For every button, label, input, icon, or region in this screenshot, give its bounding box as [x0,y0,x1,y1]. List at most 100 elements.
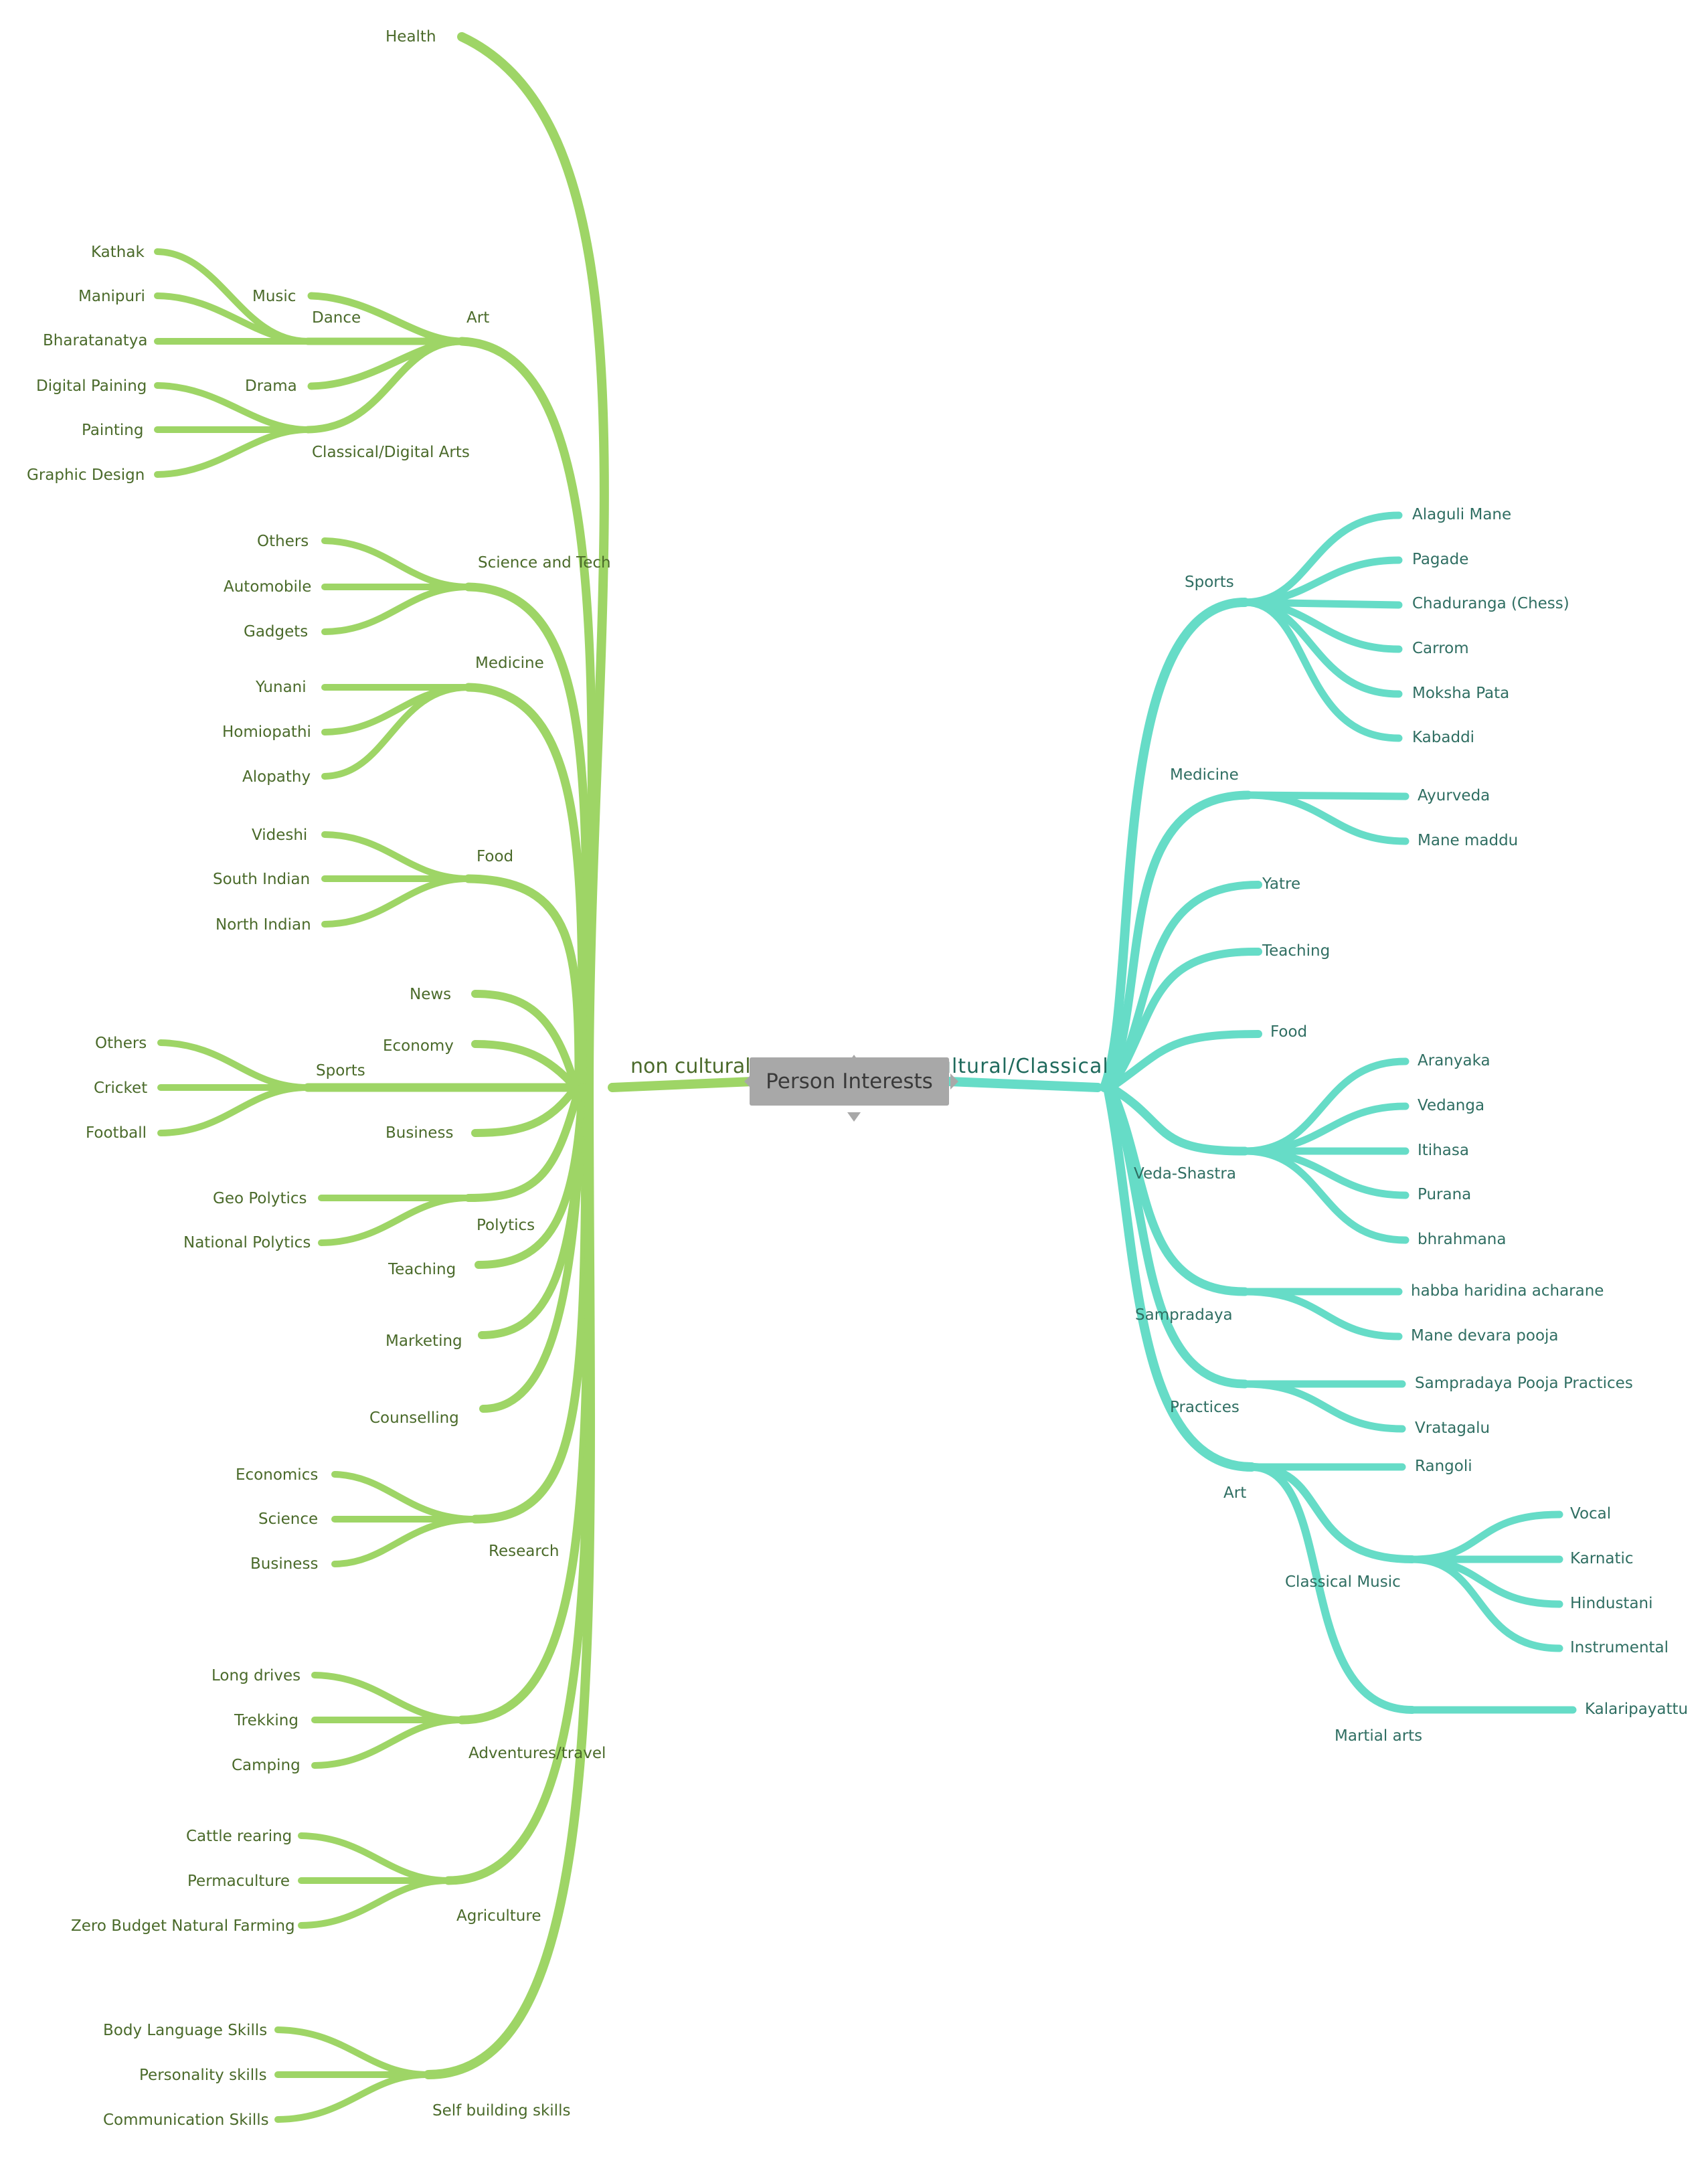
label-yunani[interactable]: Yunani [255,679,307,696]
label-cultural-classical[interactable]: Cultural/Classical [924,1055,1109,1078]
label-videshi[interactable]: Videshi [252,827,307,844]
label-communication[interactable]: Communication Skills [103,2111,269,2129]
label-r-medicine[interactable]: Medicine [1170,766,1239,784]
label-medicine[interactable]: Medicine [475,655,544,672]
label-adventures[interactable]: Adventures/travel [468,1745,606,1762]
label-science-tech[interactable]: Science and Tech [478,554,611,572]
label-sampradaya-pooja[interactable]: Sampradaya Pooja Practices [1415,1375,1633,1392]
label-yatre[interactable]: Yatre [1262,875,1300,893]
label-polytics[interactable]: Polytics [477,1217,535,1234]
edge-r-practices [1106,1083,1250,1389]
edge-r-medicine [1103,790,1253,1092]
label-permaculture[interactable]: Permaculture [187,1873,290,1890]
label-alaguli[interactable]: Alaguli Mane [1412,506,1511,523]
label-cricket[interactable]: Cricket [94,1079,147,1097]
label-pagade[interactable]: Pagade [1412,551,1468,568]
label-kabaddi[interactable]: Kabaddi [1412,729,1474,746]
label-vocal[interactable]: Vocal [1570,1505,1611,1523]
label-mane-maddu[interactable]: Mane maddu [1418,832,1518,849]
label-r-food[interactable]: Food [1270,1023,1307,1041]
edge-body-language [274,2026,432,2078]
label-national-polytics[interactable]: National Polytics [183,1234,311,1251]
edge-national-polytics [318,1195,472,1246]
label-vratagalu[interactable]: Vratagalu [1415,1419,1490,1437]
label-digital-paining[interactable]: Digital Paining [36,377,147,395]
edge-sp-others [157,1039,311,1091]
label-north-indian[interactable]: North Indian [216,916,311,934]
label-practices[interactable]: Practices [1170,1399,1240,1416]
label-sp-others[interactable]: Others [95,1035,147,1052]
label-sampradaya[interactable]: Sampradaya [1135,1306,1233,1324]
label-homiopathi[interactable]: Homiopathi [222,723,311,741]
label-veda[interactable]: Veda-Shastra [1134,1165,1236,1183]
label-teaching[interactable]: Teaching [388,1261,456,1278]
label-rangoli[interactable]: Rangoli [1415,1458,1472,1475]
label-football[interactable]: Football [86,1124,147,1142]
label-kalari[interactable]: Kalaripayattu [1585,1701,1688,1718]
label-research[interactable]: Research [489,1543,560,1560]
label-martial[interactable]: Martial arts [1335,1727,1422,1745]
label-bharatanatya[interactable]: Bharatanatya [43,332,148,349]
label-drama[interactable]: Drama [245,377,297,395]
label-self-building[interactable]: Self building skills [432,2102,570,2119]
edge-classical-music [1248,1463,1416,1563]
edge-economy [471,1040,580,1092]
center-right-nub-icon [950,1073,958,1090]
label-moksha[interactable]: Moksha Pata [1412,685,1509,702]
label-purana[interactable]: Purana [1418,1186,1471,1203]
label-economy[interactable]: Economy [383,1037,454,1055]
label-non-cultural[interactable]: non cultural [630,1055,751,1078]
label-economics[interactable]: Economics [236,1466,318,1484]
label-classical-music[interactable]: Classical Music [1285,1573,1401,1591]
label-carrom[interactable]: Carrom [1412,640,1469,657]
label-hindustani[interactable]: Hindustani [1570,1595,1653,1612]
label-business[interactable]: Business [386,1124,453,1142]
label-marketing[interactable]: Marketing [386,1332,462,1350]
label-r-teaching[interactable]: Teaching [1262,942,1330,960]
label-sports[interactable]: Sports [316,1062,365,1079]
label-painting[interactable]: Painting [82,422,143,439]
label-cattle[interactable]: Cattle rearing [186,1828,292,1845]
label-r-art[interactable]: Art [1223,1484,1246,1502]
label-food[interactable]: Food [477,848,513,865]
label-manipuri[interactable]: Manipuri [78,288,145,305]
label-alopathy[interactable]: Alopathy [242,768,311,786]
edge-mane-devara [1241,1288,1403,1340]
label-news[interactable]: News [410,986,451,1003]
label-mane-devara[interactable]: Mane devara pooja [1411,1327,1559,1344]
label-body-language[interactable]: Body Language Skills [103,2022,267,2039]
label-res-business[interactable]: Business [250,1555,318,1573]
label-science[interactable]: Science [258,1510,318,1528]
label-health[interactable]: Health [386,28,436,46]
label-r-sports[interactable]: Sports [1185,574,1234,591]
label-art[interactable]: Art [466,309,489,327]
label-automobile[interactable]: Automobile [224,578,311,596]
label-camping[interactable]: Camping [232,1757,301,1774]
label-south-indian[interactable]: South Indian [213,871,310,888]
label-agriculture[interactable]: Agriculture [456,1907,541,1925]
label-classical-digital-arts[interactable]: Classical/Digital Arts [312,444,470,461]
label-geo-polytics[interactable]: Geo Polytics [213,1190,307,1207]
label-kathak[interactable]: Kathak [91,244,145,261]
label-bhrahmana[interactable]: bhrahmana [1418,1231,1506,1248]
label-personality[interactable]: Personality skills [139,2067,267,2084]
edge-zbnf [298,1877,452,1929]
label-aranyaka[interactable]: Aranyaka [1418,1052,1490,1069]
label-sci-others[interactable]: Others [257,533,309,550]
label-itihasa[interactable]: Itihasa [1418,1142,1469,1159]
label-long-drives[interactable]: Long drives [211,1667,301,1684]
label-habba[interactable]: habba haridina acharane [1411,1282,1604,1300]
label-music[interactable]: Music [252,288,296,305]
label-zbnf[interactable]: Zero Budget Natural Farming [71,1917,295,1935]
label-dance[interactable]: Dance [312,309,361,327]
center-node[interactable]: Person Interests [750,1057,949,1106]
label-instrumental[interactable]: Instrumental [1570,1639,1669,1656]
label-counselling[interactable]: Counselling [369,1409,459,1427]
label-gadgets[interactable]: Gadgets [244,623,308,640]
label-ayurveda[interactable]: Ayurveda [1418,787,1490,804]
label-chaduranga[interactable]: Chaduranga (Chess) [1412,595,1569,612]
label-trekking[interactable]: Trekking [234,1712,298,1729]
label-karnatic[interactable]: Karnatic [1570,1550,1634,1567]
label-vedanga[interactable]: Vedanga [1418,1097,1484,1114]
label-graphic-design[interactable]: Graphic Design [27,466,145,484]
